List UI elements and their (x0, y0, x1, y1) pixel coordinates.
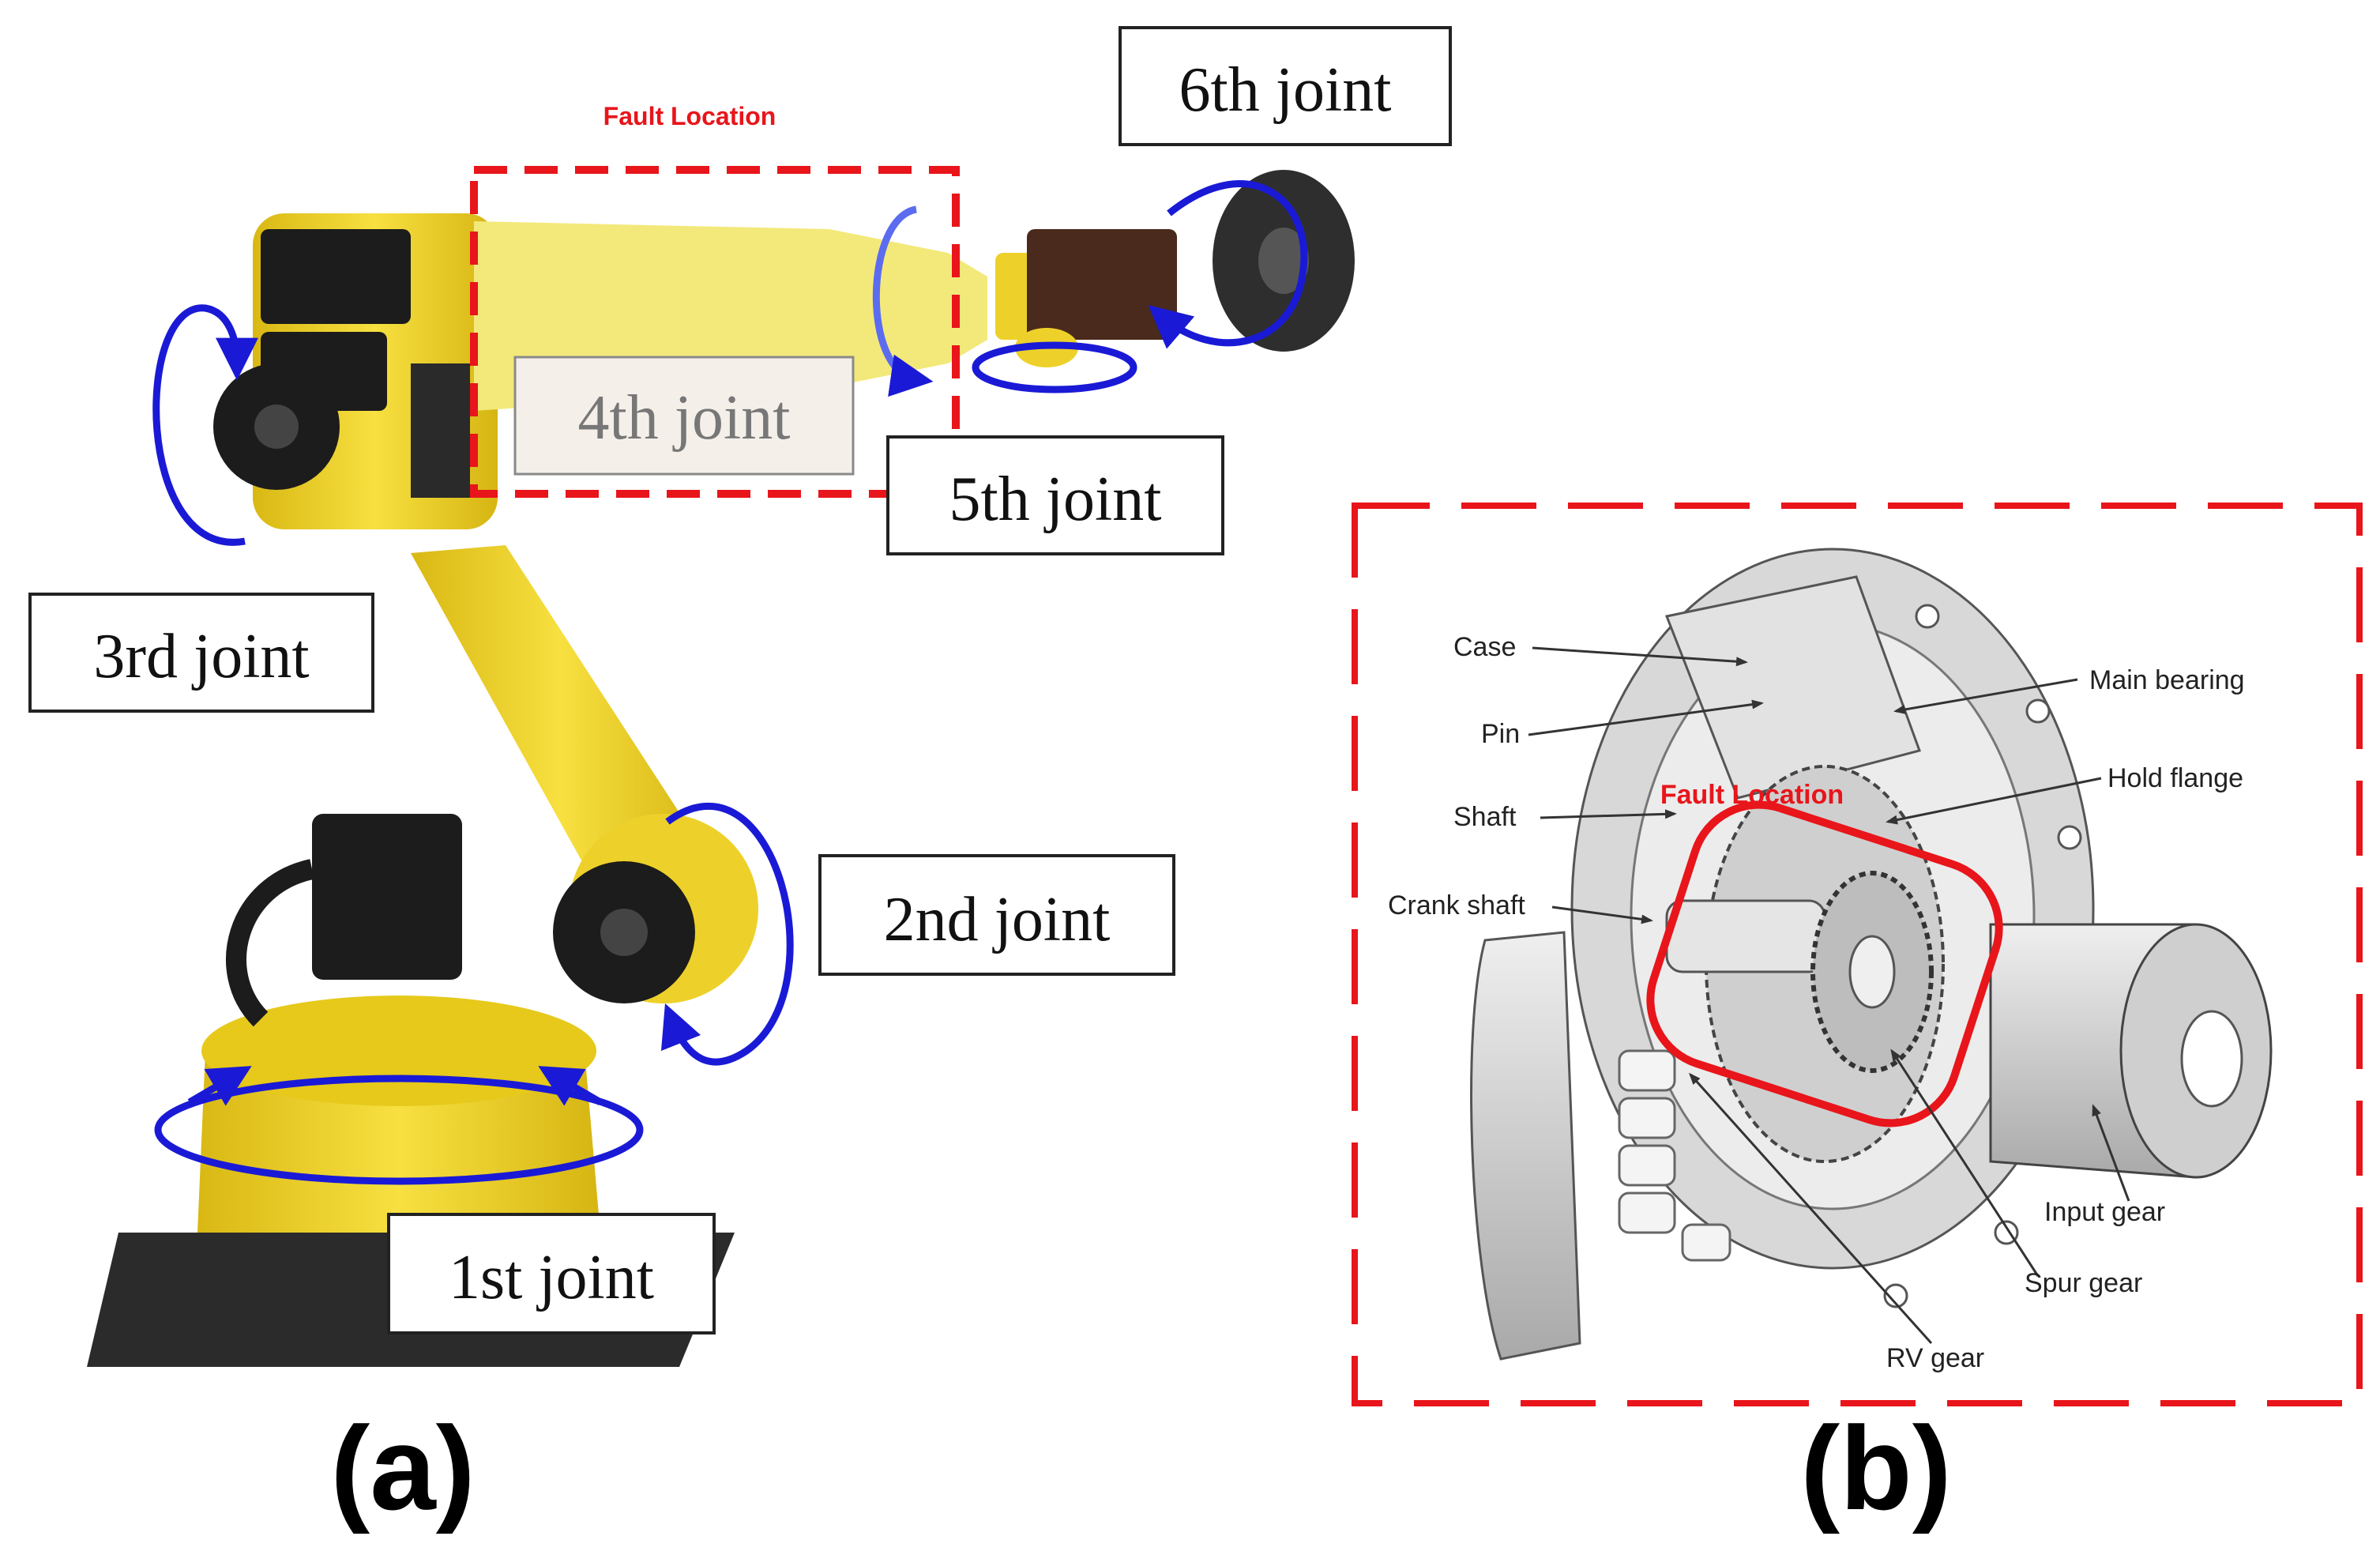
joint-label-1-box (387, 1213, 716, 1334)
joint-label-6: 6th joint (1119, 26, 1452, 146)
leader-shaft (1540, 809, 1677, 819)
joint-label-3-text: 3rd joint (93, 622, 309, 691)
caption-a: (a) (330, 1402, 475, 1534)
rotation-joint-3 (152, 304, 258, 546)
joint-label-4: 4th joint (513, 356, 855, 476)
joint-label-6-text: 6th joint (1179, 55, 1392, 125)
joint-label-6-box (1119, 26, 1452, 146)
joint-label-5-box (886, 435, 1224, 555)
caption-b: (b) (1800, 1402, 1952, 1534)
end-flange-center (1258, 228, 1309, 294)
rotation-joint-4 (872, 205, 934, 397)
label-main-bearing: Main bearing (2089, 665, 2245, 695)
joint-label-5-text: 5th joint (949, 465, 1162, 534)
rotation-joint-5 (972, 341, 1137, 393)
crank-shaft (1665, 899, 1826, 973)
lower-arm (411, 545, 711, 909)
shoulder-motor-upper (261, 229, 411, 324)
spur-gear-hub (1848, 935, 1896, 1009)
label-case: Case (1453, 632, 1516, 662)
roller (1618, 1144, 1676, 1187)
fault-label-b: Fault Location (1660, 780, 1844, 810)
panel-a: Fault Location 6th joint 4th joint 5th j… (28, 26, 1452, 1534)
rotation-joint-2 (660, 803, 794, 1066)
joint-label-5: 5th joint (886, 435, 1224, 555)
rotation-joint-6 (1148, 180, 1308, 349)
joint-label-2: 2nd joint (818, 854, 1175, 976)
rotation-joint-1 (154, 1075, 644, 1185)
label-crank-shaft: Crank shaft (1388, 890, 1525, 920)
leader-pin (1528, 699, 1764, 736)
rv-case-left (1470, 931, 1581, 1361)
bolt-hole (1883, 1283, 1908, 1308)
joint-2-motor-cap (600, 909, 648, 956)
joint-label-1-text: 1st joint (449, 1243, 654, 1312)
joint-label-2-text: 2nd joint (884, 885, 1111, 954)
joint-label-1: 1st joint (387, 1213, 716, 1334)
leader-lines (1528, 646, 2130, 1345)
leader-hold-flange (1886, 777, 2102, 825)
fault-frame-b (1352, 503, 2363, 1406)
label-shaft: Shaft (1453, 802, 1517, 832)
base-cable (226, 859, 315, 1027)
leader-crank-shaft (1551, 905, 1653, 924)
base-turntable (201, 996, 596, 1106)
bolt-hole (2025, 698, 2051, 724)
leader-spur-gear (1890, 1048, 2040, 1277)
bolt-hole (1994, 1220, 2019, 1245)
joint-label-3: 3rd joint (28, 593, 374, 713)
rotation-arrow-j1-head-right (538, 1066, 603, 1106)
label-rv-gear: RV gear (1886, 1343, 1984, 1373)
joint-label-4-box (513, 356, 855, 476)
roller (1681, 1223, 1731, 1262)
label-spur-gear: Spur gear (2025, 1268, 2142, 1298)
rotation-arrows (152, 180, 1308, 1185)
roller (1618, 1097, 1676, 1139)
bolt-hole (2057, 825, 2082, 850)
roller (1618, 1049, 1676, 1092)
label-input-gear: Input gear (2044, 1197, 2165, 1227)
panel-b: Case Pin Shaft Crank shaft Main bearing … (1352, 503, 2363, 1534)
joint-label-3-box (28, 593, 374, 713)
roller (1618, 1191, 1676, 1234)
label-pin: Pin (1481, 719, 1520, 749)
fault-highlight-b (1646, 800, 2003, 1127)
flange-bolt-holes (1883, 604, 2082, 1308)
leader-main-bearing (1893, 678, 2078, 714)
leader-rv-gear (1688, 1072, 1933, 1345)
label-hold-flange: Hold flange (2107, 763, 2243, 793)
fault-label-a: Fault Location (603, 102, 776, 130)
joint-label-4-text: 4th joint (578, 383, 791, 453)
wrist-brown (1027, 229, 1177, 340)
bolt-hole (1915, 604, 1940, 629)
input-gear-bore (2180, 1010, 2243, 1108)
rv-bearing-rollers (1618, 1049, 1731, 1262)
base-motor (312, 814, 462, 980)
leader-input-gear (2092, 1104, 2130, 1202)
part-labels: Case Pin Shaft Crank shaft Main bearing … (1388, 632, 2245, 1373)
joint-label-2-box (818, 854, 1175, 976)
joint-3-motor-cap (254, 405, 299, 449)
leader-case (1532, 646, 1748, 667)
controller-box (411, 363, 470, 498)
rv-case-top (1664, 575, 1921, 800)
rotation-arrow-j1-head-left (187, 1066, 252, 1106)
